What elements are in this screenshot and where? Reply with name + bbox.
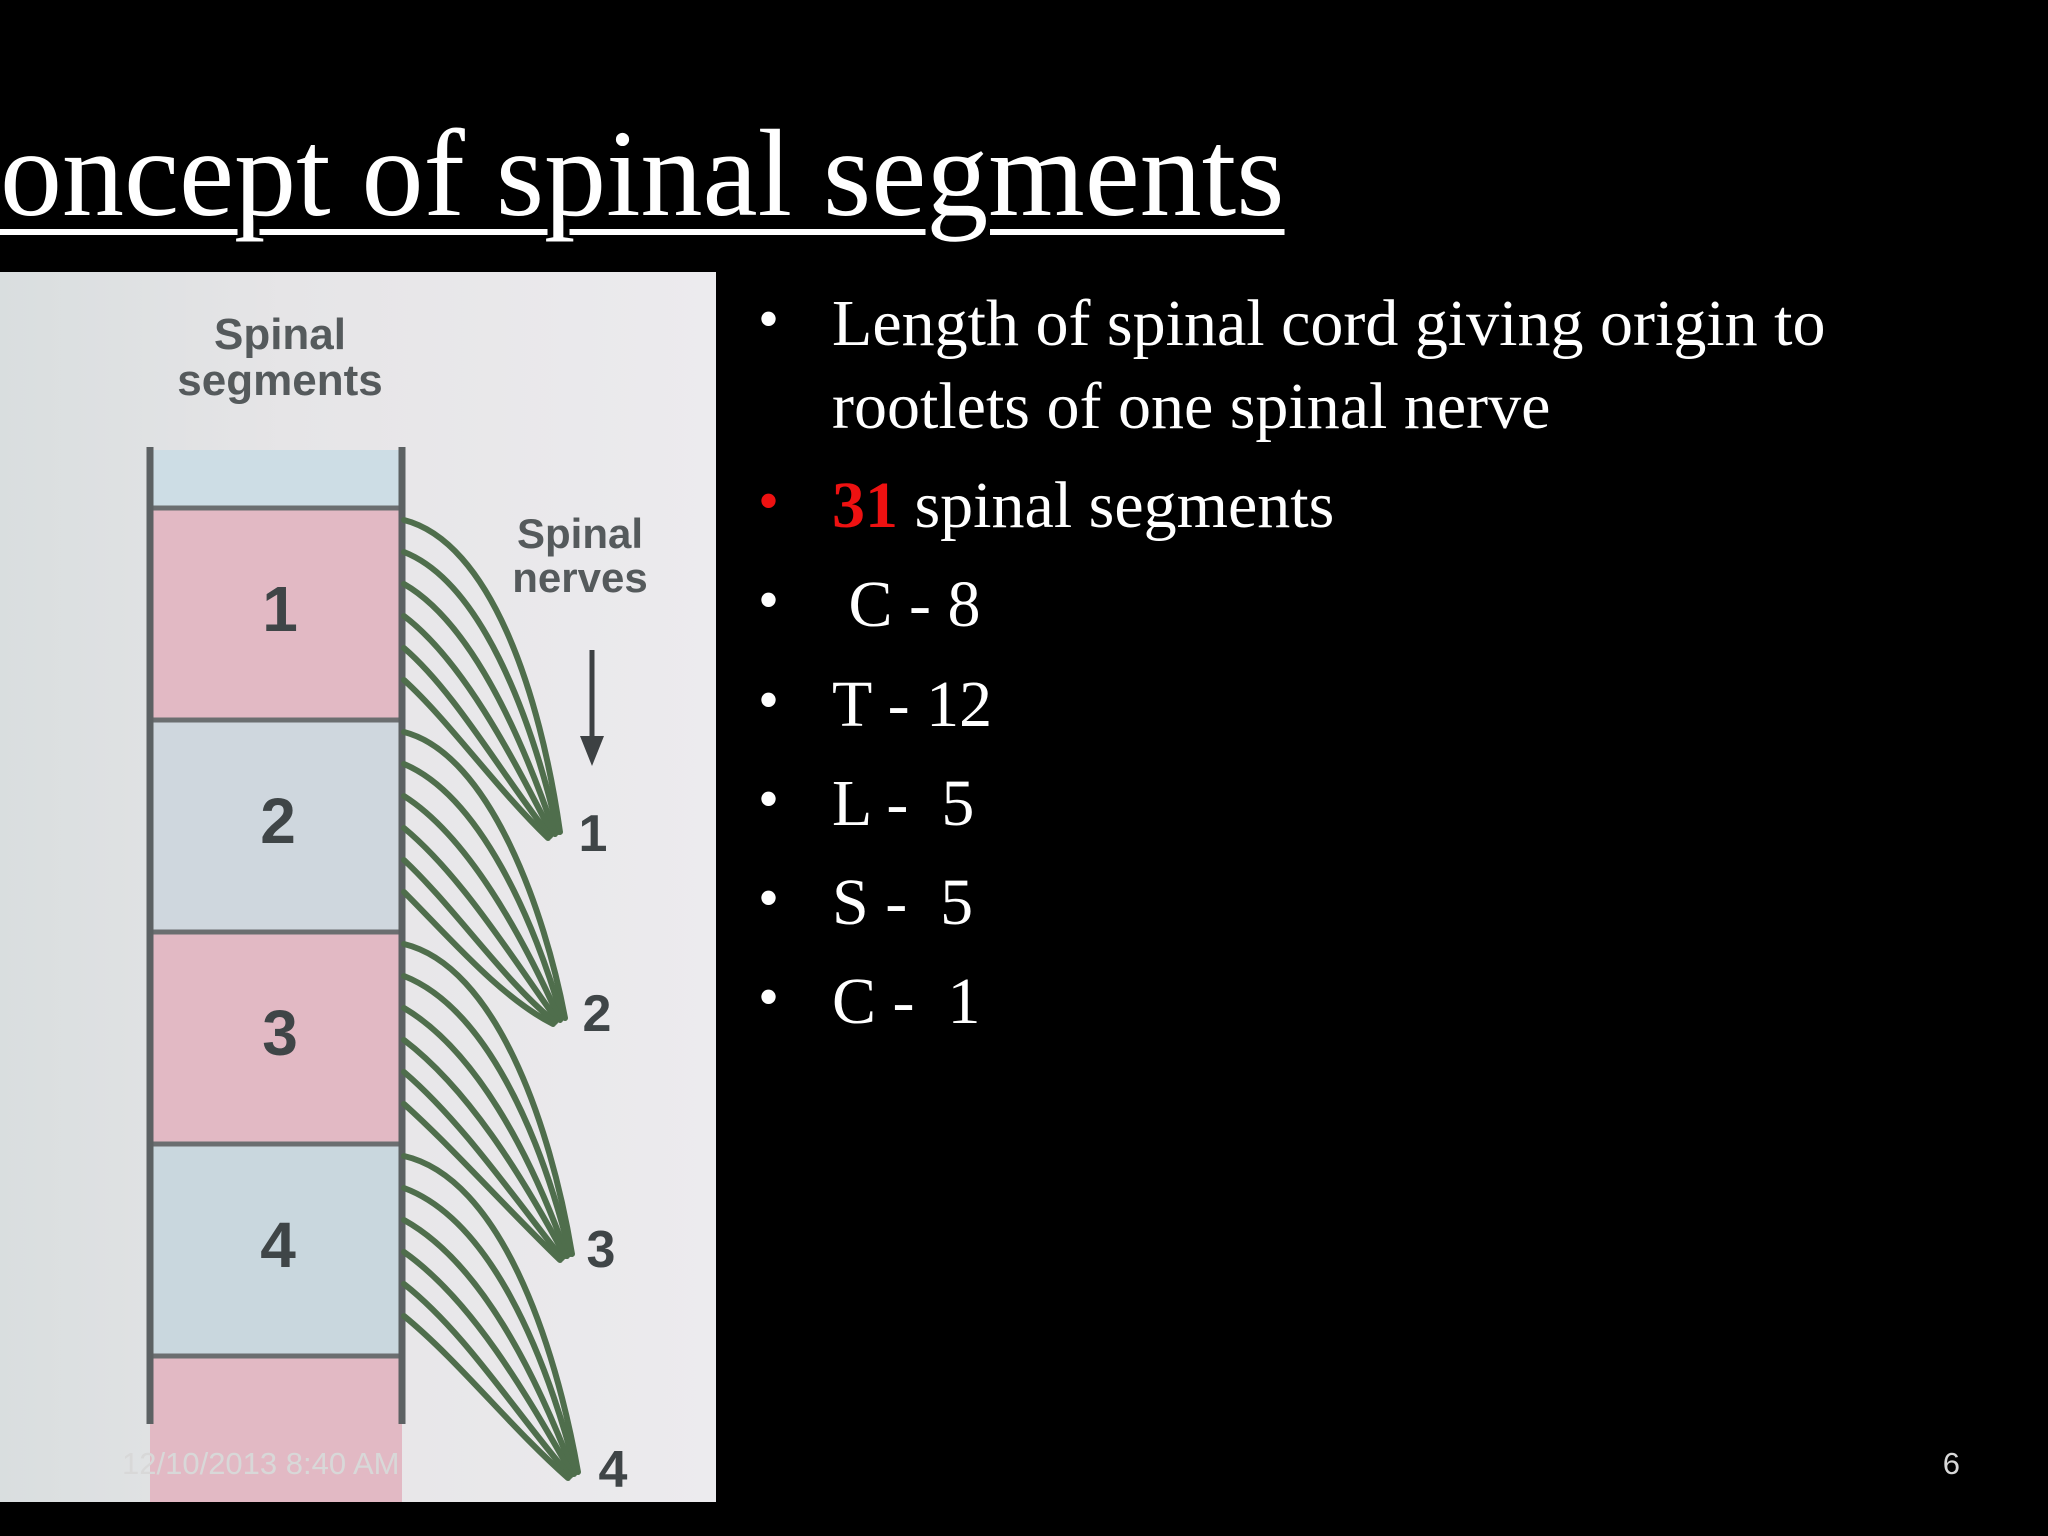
bullet-text: C - 1 [832, 965, 981, 1039]
spinal-segments-label: Spinal segments [177, 310, 383, 406]
nerve-number-3: 3 [586, 1221, 616, 1279]
bullet-item: • 31 spinal segments [746, 464, 2006, 547]
bullet-item: • C - 1 [746, 960, 2006, 1043]
bullet-item: • C - 8 [746, 563, 2006, 646]
bullet-list: • Length of spinal cord giving origin to… [746, 282, 2006, 1059]
bullet-dot-icon: • [758, 864, 780, 931]
spinal-nerves-label: Spinal nerves [512, 510, 648, 602]
footer-date: 12/10/2013 8:40 AM [122, 1446, 400, 1481]
bullet-item: • S - 5 [746, 861, 2006, 944]
bullet-text: T - 12 [832, 667, 993, 741]
segment-number-4: 4 [260, 1209, 296, 1281]
bullet-text: S - 5 [832, 865, 974, 939]
nerve-number-2: 2 [582, 985, 612, 1043]
segment-bottom-cap [150, 1356, 402, 1502]
segment-3-block [150, 932, 402, 1144]
bullet-dot-icon: • [758, 666, 780, 733]
bullet-item: • Length of spinal cord giving origin to… [746, 282, 2006, 448]
segment-dividers [150, 505, 402, 1359]
bullet-dot-icon: • [758, 567, 780, 634]
bullet-text: L - 5 [832, 766, 975, 840]
bullet-dot-icon: • [758, 286, 780, 352]
bullet-item: • L - 5 [746, 762, 2006, 845]
segment-number-3: 3 [262, 997, 298, 1069]
segment-1-block [150, 508, 402, 720]
segment-2-block [150, 720, 402, 932]
bullet-item: • T - 12 [746, 663, 2006, 746]
segment-number-1: 1 [262, 573, 298, 645]
bullet-text: spinal segments [898, 469, 1335, 543]
nerve-number-4: 4 [598, 1441, 628, 1499]
slide-title: oncept of spinal segments [0, 105, 1285, 242]
bullet-dot-icon: • [758, 765, 780, 832]
spinal-segments-diagram [146, 447, 604, 1502]
nerve-number-1: 1 [578, 805, 608, 863]
bullet-text: Length of spinal cord giving origin to r… [832, 287, 1826, 444]
segment-number-2: 2 [260, 785, 296, 857]
segment-column-edges [146, 447, 406, 1424]
bullet-dot-icon: • [758, 964, 780, 1031]
spinal-segments-figure: Spinal segments Spinal nerves 1 2 3 4 1 … [0, 272, 716, 1502]
segment-4-block [150, 1144, 402, 1356]
bullet-text: C - 8 [832, 568, 981, 642]
bullet-dot-icon: • [758, 468, 780, 535]
down-arrow-icon [580, 650, 604, 766]
bullet-highlight-number: 31 [832, 469, 898, 543]
rootlets [401, 517, 581, 1481]
slide-number: 6 [1942, 1446, 1960, 1481]
segment-top-cap [150, 450, 402, 508]
